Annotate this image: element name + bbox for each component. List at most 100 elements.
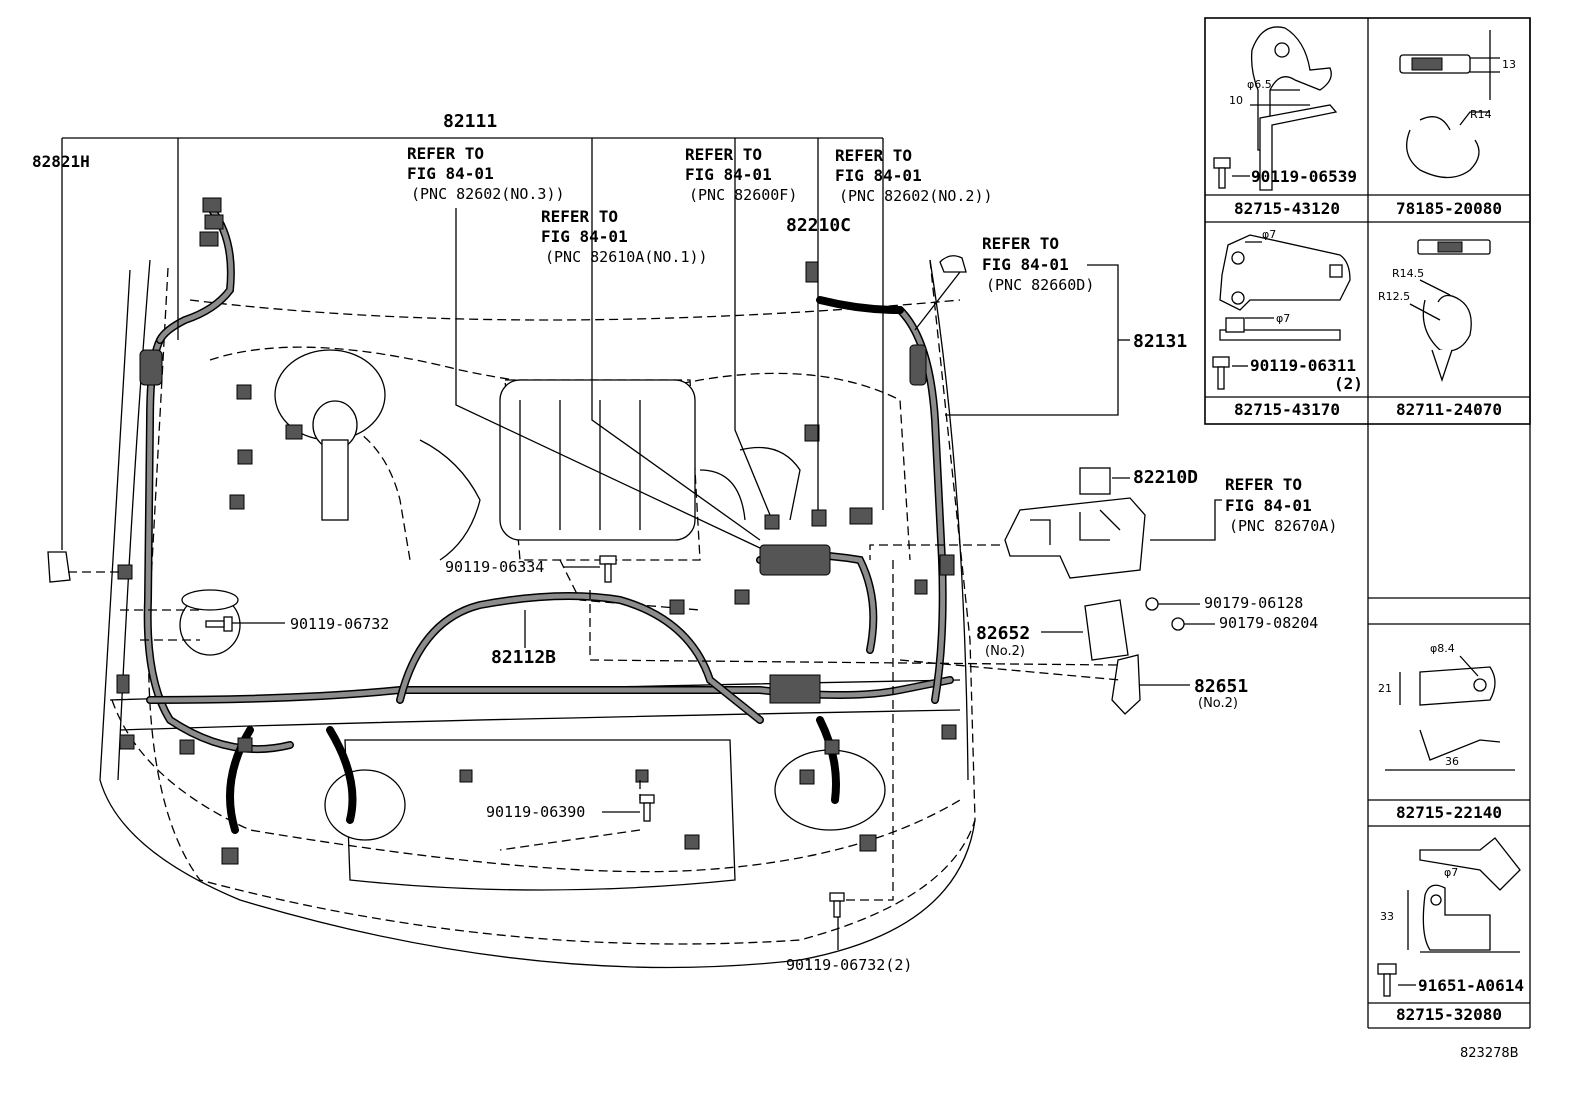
svg-text:REFER TO: REFER TO: [685, 145, 762, 164]
dim-label: φ6.5: [1247, 78, 1272, 91]
bolt-icon: [1212, 356, 1230, 390]
svg-text:REFER TO: REFER TO: [407, 144, 484, 163]
part-label-82111: 82111: [443, 111, 497, 132]
nut-icon: [1171, 617, 1185, 631]
connector-icon: [237, 737, 253, 753]
connector-icon: [285, 424, 303, 440]
part-label-82652-sub: (No.2): [985, 644, 1025, 659]
svg-text:FIG 84-01: FIG 84-01: [541, 227, 628, 246]
connector-icon: [236, 384, 252, 400]
bolt-icon: [1377, 963, 1397, 997]
svg-text:REFER TO: REFER TO: [1225, 475, 1302, 494]
connector-icon: [117, 564, 133, 580]
connector-icon: [734, 589, 750, 605]
reference-notes: REFER TO FIG 84-01 (PNC 82602(NO.3)) REF…: [407, 144, 1337, 535]
bolt-qty: (2): [1334, 374, 1363, 393]
connector-icon: [859, 834, 877, 852]
main-labels: 82111 82821H 82210C 82131 82210D 82112B …: [32, 111, 1318, 974]
part-number-78185-20080: 78185-20080: [1396, 199, 1502, 218]
part-number-82715-43120: 82715-43120: [1234, 199, 1340, 218]
reference-note-82602-no2: REFER TO FIG 84-01 (PNC 82602(NO.2)): [835, 146, 993, 205]
connector-icon: [799, 769, 815, 785]
connector-icon: [769, 674, 821, 704]
reference-note-82670a: REFER TO FIG 84-01 (PNC 82670A): [1225, 475, 1337, 535]
connector-icon: [759, 544, 831, 576]
dim-label: 10: [1229, 94, 1243, 107]
part-number-82711-24070: 82711-24070: [1396, 400, 1502, 419]
part-label-82131: 82131: [1133, 331, 1187, 352]
part-label-82651-sub: (No.2): [1198, 696, 1238, 711]
detail-panel: φ6.5 10 90119-06539 82715-43120 13 R14 7…: [1204, 17, 1531, 1029]
svg-text:(PNC 82602(NO.2)): (PNC 82602(NO.2)): [839, 187, 993, 205]
part-label-82652: 82652: [976, 623, 1030, 644]
clip-icon: [939, 255, 967, 273]
bolt-icon: [639, 794, 655, 822]
connector-icon: [237, 449, 253, 465]
svg-text:FIG 84-01: FIG 84-01: [835, 166, 922, 185]
dim-label: R14.5: [1392, 267, 1424, 280]
svg-text:FIG 84-01: FIG 84-01: [407, 164, 494, 183]
part-number-82715-43170: 82715-43170: [1234, 400, 1340, 419]
connector-icon: [811, 509, 827, 527]
part-label-82210c: 82210C: [786, 215, 851, 236]
bolts: [205, 555, 845, 918]
detail-cell-82715-43170: φ7 φ7 90119-06311 (2) 82715-43170: [1212, 228, 1363, 419]
connector-icon: [824, 739, 840, 755]
nut-icon: [1145, 597, 1159, 611]
part-label-82821h: 82821H: [32, 152, 90, 171]
detail-cell-82715-22140: φ8.4 21 36 82715-22140: [1378, 642, 1515, 822]
svg-text:FIG 84-01: FIG 84-01: [685, 165, 772, 184]
connector-icon: [909, 344, 927, 386]
bolt-icon: [1213, 157, 1231, 189]
bolt-icon: [829, 892, 845, 918]
reference-note-82602-no3: REFER TO FIG 84-01 (PNC 82602(NO.3)): [407, 144, 565, 203]
connector-icon: [199, 231, 219, 247]
svg-text:(PNC 82600F): (PNC 82600F): [689, 186, 797, 204]
svg-text:FIG 84-01: FIG 84-01: [982, 255, 1069, 274]
connector-icon: [849, 507, 873, 525]
dim-label: φ8.4: [1430, 642, 1455, 655]
connector-icon: [229, 494, 245, 510]
reference-note-82600f: REFER TO FIG 84-01 (PNC 82600F): [685, 145, 797, 204]
detail-cell-82715-43120: φ6.5 10 90119-06539 82715-43120: [1213, 26, 1357, 218]
dim-label: φ7: [1276, 312, 1290, 325]
leader-lines: [61, 137, 1222, 950]
connector-icon: [221, 847, 239, 865]
detail-cell-82715-32080: φ7 33 91651-A0614 82715-32080: [1377, 837, 1524, 1024]
reference-note-82610a-no1: REFER TO FIG 84-01 (PNC 82610A(NO.1)): [541, 207, 708, 266]
connector-icon: [202, 197, 222, 213]
nut-label-90179-08204: 90179-08204: [1219, 614, 1318, 632]
bolt-label-90119-06334: 90119-06334: [445, 558, 544, 576]
detail-cell-82711-24070: R14.5 R12.5 82711-24070: [1378, 239, 1502, 419]
reference-note-82660d: REFER TO FIG 84-01 (PNC 82660D): [982, 234, 1094, 294]
svg-text:(PNC 82670A): (PNC 82670A): [1229, 517, 1337, 535]
connector-icon: [764, 514, 780, 530]
bolt-label-90119-06539: 90119-06539: [1251, 167, 1357, 186]
dim-label: 33: [1380, 910, 1394, 923]
dim-label: R12.5: [1378, 290, 1410, 303]
bolt-label-90119-06732-2: 90119-06732(2): [786, 956, 912, 974]
dim-label: 13: [1502, 58, 1516, 71]
dim-label: 36: [1445, 755, 1459, 768]
dim-label: R14: [1470, 108, 1492, 121]
part-label-82210d: 82210D: [1133, 467, 1198, 488]
svg-text:REFER TO: REFER TO: [835, 146, 912, 165]
svg-text:(PNC 82602(NO.3)): (PNC 82602(NO.3)): [411, 185, 565, 203]
svg-text:REFER TO: REFER TO: [982, 234, 1059, 253]
svg-text:(PNC 82610A(NO.1)): (PNC 82610A(NO.1)): [545, 248, 708, 266]
bolt-label-90119-06311: 90119-06311: [1250, 356, 1356, 375]
connector-icon: [941, 724, 957, 740]
detached-parts: [47, 255, 1185, 715]
connector-icon: [939, 554, 955, 576]
connector-icon: [805, 261, 819, 283]
svg-text:(PNC 82660D): (PNC 82660D): [986, 276, 1094, 294]
bolt-icon: [599, 555, 617, 583]
svg-text:FIG 84-01: FIG 84-01: [1225, 496, 1312, 515]
connector-icon: [179, 739, 195, 755]
bolt-label-90119-06732: 90119-06732: [290, 615, 389, 633]
harness-connectors: [116, 197, 957, 865]
nut-label-90179-06128: 90179-06128: [1204, 594, 1303, 612]
part-label-82112b: 82112B: [491, 647, 556, 668]
bolt-icon: [205, 616, 233, 632]
